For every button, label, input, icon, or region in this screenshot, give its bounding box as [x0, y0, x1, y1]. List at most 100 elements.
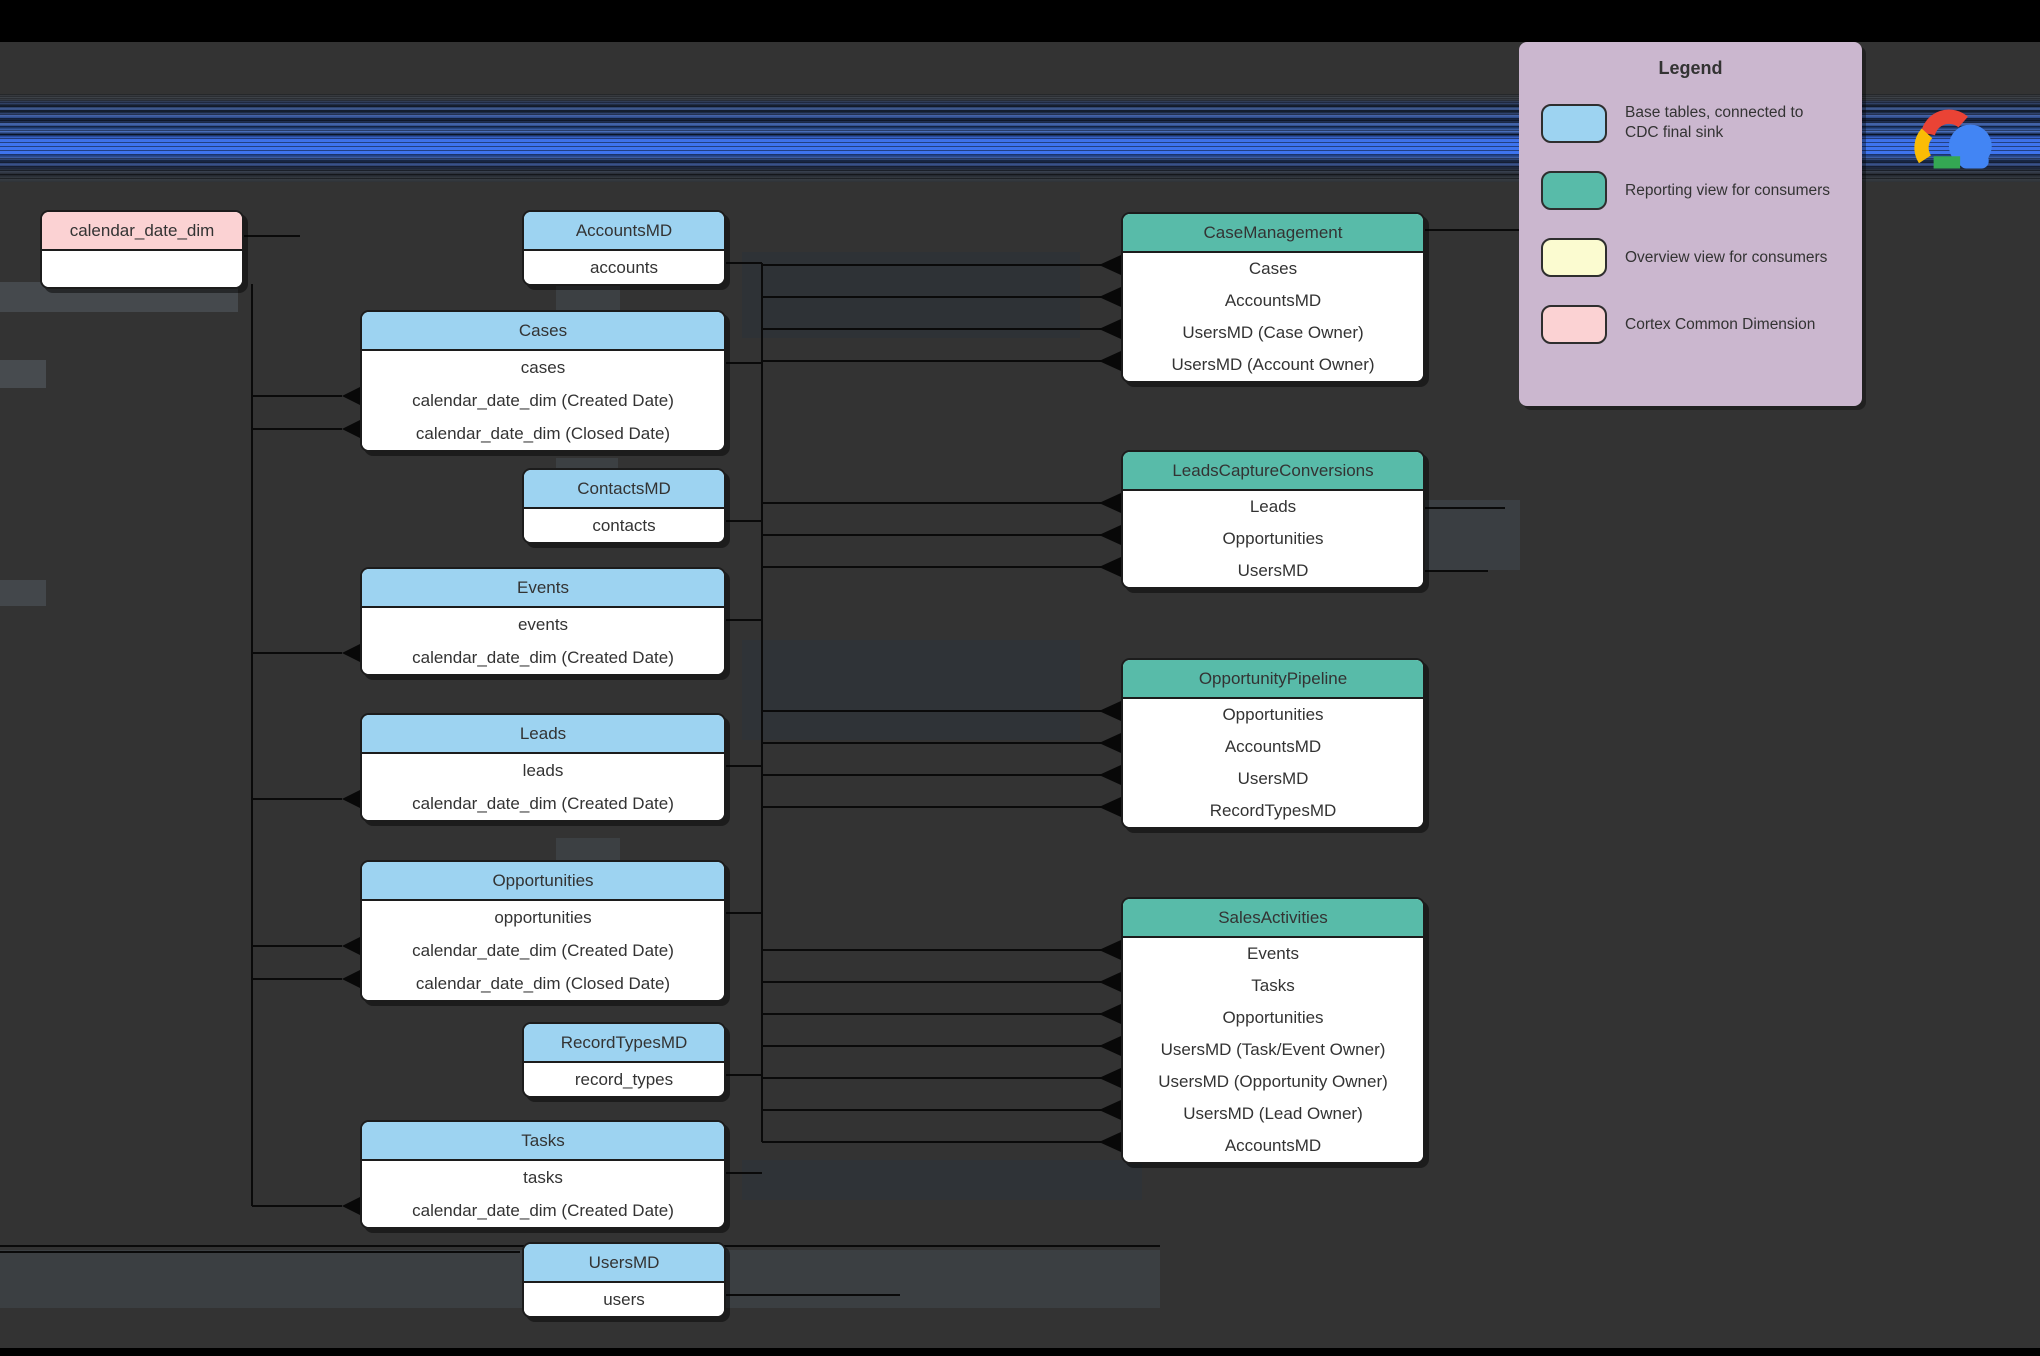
table-body: accounts [524, 251, 724, 284]
table-row: Tasks [1251, 976, 1295, 995]
table-body: leads calendar_date_dim (Created Date) [362, 754, 724, 820]
table-header: LeadsCaptureConversions [1123, 452, 1423, 491]
table-row: accounts [589, 258, 659, 277]
table-header: UsersMD [524, 1244, 724, 1283]
table-header: Leads [362, 715, 724, 754]
table-row: opportunities [494, 908, 592, 927]
table-contactsmd: ContactsMD contacts [522, 468, 726, 544]
table-row: UsersMD (Opportunity Owner) [1158, 1072, 1388, 1091]
table-body: events calendar_date_dim (Created Date) [362, 608, 724, 674]
table-body: users [524, 1283, 724, 1316]
table-row: calendar_date_dim (Created Date) [412, 391, 674, 410]
table-row: UsersMD (Task/Event Owner) [1160, 1040, 1386, 1059]
table-accountsmd: AccountsMD accounts [522, 210, 726, 286]
legend-title: Legend [1658, 58, 1723, 78]
common-dimension-swatch [1541, 305, 1607, 345]
table-row: calendar_date_dim (Created Date) [412, 941, 674, 960]
google-cloud-logo-icon [1914, 109, 1992, 169]
legend-item: Cortex Common Dimension [1541, 305, 1840, 345]
table-header: ContactsMD [524, 470, 724, 509]
table-header: Opportunities [362, 862, 724, 901]
table-row: users [603, 1290, 645, 1309]
table-row: calendar_date_dim (Closed Date) [415, 974, 671, 993]
background-artifact [0, 580, 46, 606]
table-row: cases [520, 358, 566, 377]
table-header: Tasks [362, 1122, 724, 1161]
table-body [42, 251, 242, 287]
table-body: opportunities calendar_date_dim (Created … [362, 901, 724, 1000]
table-row: Opportunities [1222, 529, 1324, 548]
table-row: AccountsMD [1224, 291, 1322, 310]
table-header: CaseManagement [1123, 214, 1423, 253]
table-row: UsersMD (Lead Owner) [1183, 1104, 1363, 1123]
legend-item: Overview view for consumers [1541, 238, 1840, 278]
top-black-bar [0, 0, 2040, 42]
table-row: Leads [1249, 497, 1297, 516]
table-row: UsersMD (Account Owner) [1171, 355, 1375, 374]
table-row: UsersMD (Case Owner) [1182, 323, 1364, 342]
table-header: SalesActivities [1123, 899, 1423, 938]
table-row: Cases [1248, 259, 1298, 278]
table-header: Events [362, 569, 724, 608]
table-row: AccountsMD [1224, 737, 1322, 756]
table-row: RecordTypesMD [1209, 801, 1337, 820]
table-cases: Cases cases calendar_date_dim (Created Da… [360, 310, 726, 452]
table-usersmd: UsersMD users [522, 1242, 726, 1318]
table-events: Events events calendar_date_dim (Created … [360, 567, 726, 676]
table-opportunities: Opportunities opportunities calendar_date… [360, 860, 726, 1002]
background-artifact [1424, 500, 1520, 570]
background-artifact [742, 640, 1080, 740]
table-row: Opportunities [1222, 1008, 1324, 1027]
base-table-swatch [1541, 103, 1607, 143]
table-header: calendar_date_dim [42, 212, 242, 251]
table-body: contacts [524, 509, 724, 542]
table-header: OpportunityPipeline [1123, 660, 1423, 699]
table-body: record_types [524, 1063, 724, 1096]
legend-item-label: Base tables, connected to CDC final sink [1625, 104, 1804, 142]
table-row: AccountsMD [1224, 1136, 1322, 1155]
reporting-view-swatch [1541, 171, 1607, 211]
bottom-black-bar [0, 1348, 2040, 1356]
table-row: UsersMD [1237, 769, 1309, 788]
overview-view-swatch [1541, 238, 1607, 278]
table-leads: Leads leads calendar_date_dim (Created Da… [360, 713, 726, 822]
legend-item-label: Overview view for consumers [1625, 248, 1828, 266]
table-row: Events [1247, 944, 1299, 963]
legend-item: Base tables, connected to CDC final sink [1541, 103, 1840, 143]
table-row: leads [522, 761, 564, 780]
legend-item-label: Cortex Common Dimension [1625, 315, 1816, 333]
legend-item-label: Reporting view for consumers [1625, 181, 1831, 199]
background-artifact [742, 1160, 1142, 1200]
crow-foot-arrowheads [342, 255, 1121, 1215]
table-row: calendar_date_dim (Created Date) [412, 794, 674, 813]
table-row: calendar_date_dim (Created Date) [412, 1201, 674, 1220]
table-tasks: Tasks tasks calendar_date_dim (Created Da… [360, 1120, 726, 1229]
table-row: calendar_date_dim (Created Date) [412, 648, 674, 667]
table-body: cases calendar_date_dim (Created Date) cal… [362, 351, 724, 450]
table-header: RecordTypesMD [524, 1024, 724, 1063]
table-row: record_types [574, 1070, 674, 1089]
legend-item: Reporting view for consumers [1541, 171, 1840, 211]
background-artifact [742, 252, 1080, 338]
table-body: tasks calendar_date_dim (Created Date) [362, 1161, 724, 1227]
table-calendar-date-dim: calendar_date_dim [40, 210, 244, 289]
table-row: tasks [523, 1168, 563, 1187]
background-artifact [0, 360, 46, 388]
table-row: contacts [592, 516, 656, 535]
table-row: calendar_date_dim (Closed Date) [415, 424, 671, 443]
table-recordtypesmd: RecordTypesMD record_types [522, 1022, 726, 1098]
table-row: Opportunities [1222, 705, 1324, 724]
table-header: Cases [362, 312, 724, 351]
table-row: events [517, 615, 569, 634]
table-row: UsersMD [1237, 561, 1309, 580]
table-header: AccountsMD [524, 212, 724, 251]
